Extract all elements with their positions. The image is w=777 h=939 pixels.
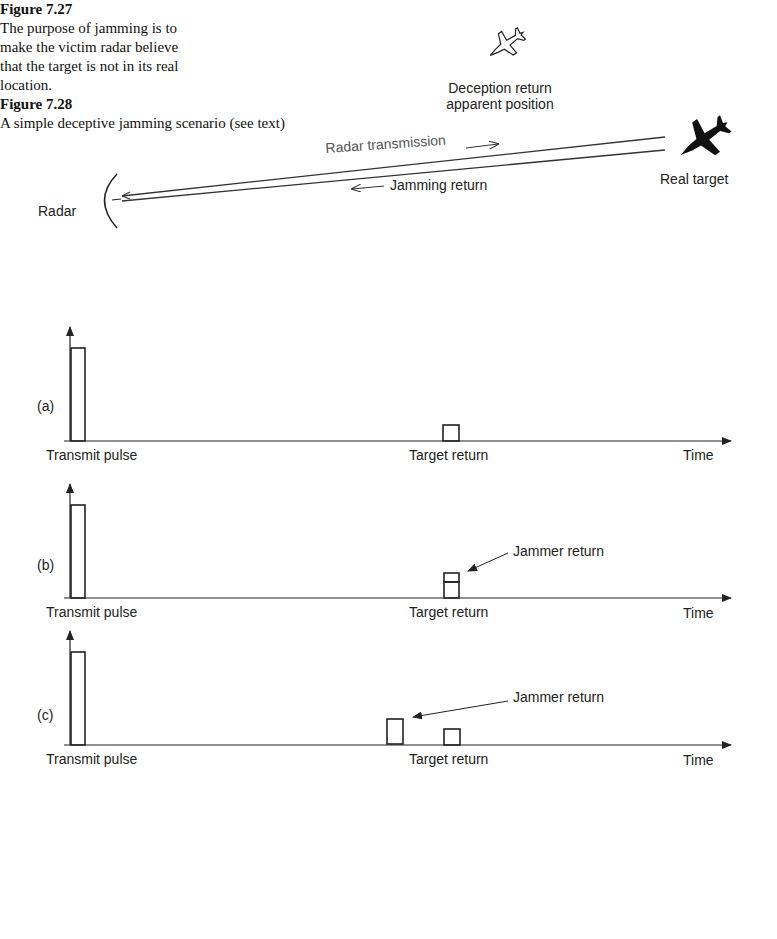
signal-label: Radar transmission xyxy=(325,132,446,156)
radar-label: Radar xyxy=(38,203,76,219)
figure-number: Figure 7.28 xyxy=(0,95,777,114)
panel-letter: (b) xyxy=(37,557,54,573)
axis-label: Time xyxy=(683,447,714,463)
deception-aircraft xyxy=(483,22,531,66)
caption-text: A simple deceptive jamming scenario (see… xyxy=(0,114,777,133)
timeline-b xyxy=(64,484,731,598)
real-target-aircraft xyxy=(669,106,739,171)
figure-number: Figure 7.27 xyxy=(0,0,777,19)
timeline-a xyxy=(64,327,731,441)
timeline-c xyxy=(64,631,731,745)
axis-label: Transmit pulse xyxy=(46,604,137,620)
axis-label: Time xyxy=(683,752,714,768)
axis-label: Transmit pulse xyxy=(46,751,137,767)
panel-letter: (c) xyxy=(37,707,53,723)
callout-label: Jammer return xyxy=(513,543,604,559)
signal-label: Jamming return xyxy=(390,177,487,193)
panel-letter: (a) xyxy=(37,398,54,414)
radar-dish xyxy=(105,174,122,228)
axis-label: Target return xyxy=(409,604,488,620)
callout-label: Jammer return xyxy=(513,689,604,705)
axis-label: Target return xyxy=(409,447,488,463)
annotation: Deception return apparent position xyxy=(440,80,560,112)
axis-label: Time xyxy=(683,605,714,621)
axis-label: Transmit pulse xyxy=(46,447,137,463)
target-label: Real target xyxy=(660,171,728,187)
axis-label: Target return xyxy=(409,751,488,767)
caption-text: The purpose of jamming is to make the vi… xyxy=(0,19,200,95)
